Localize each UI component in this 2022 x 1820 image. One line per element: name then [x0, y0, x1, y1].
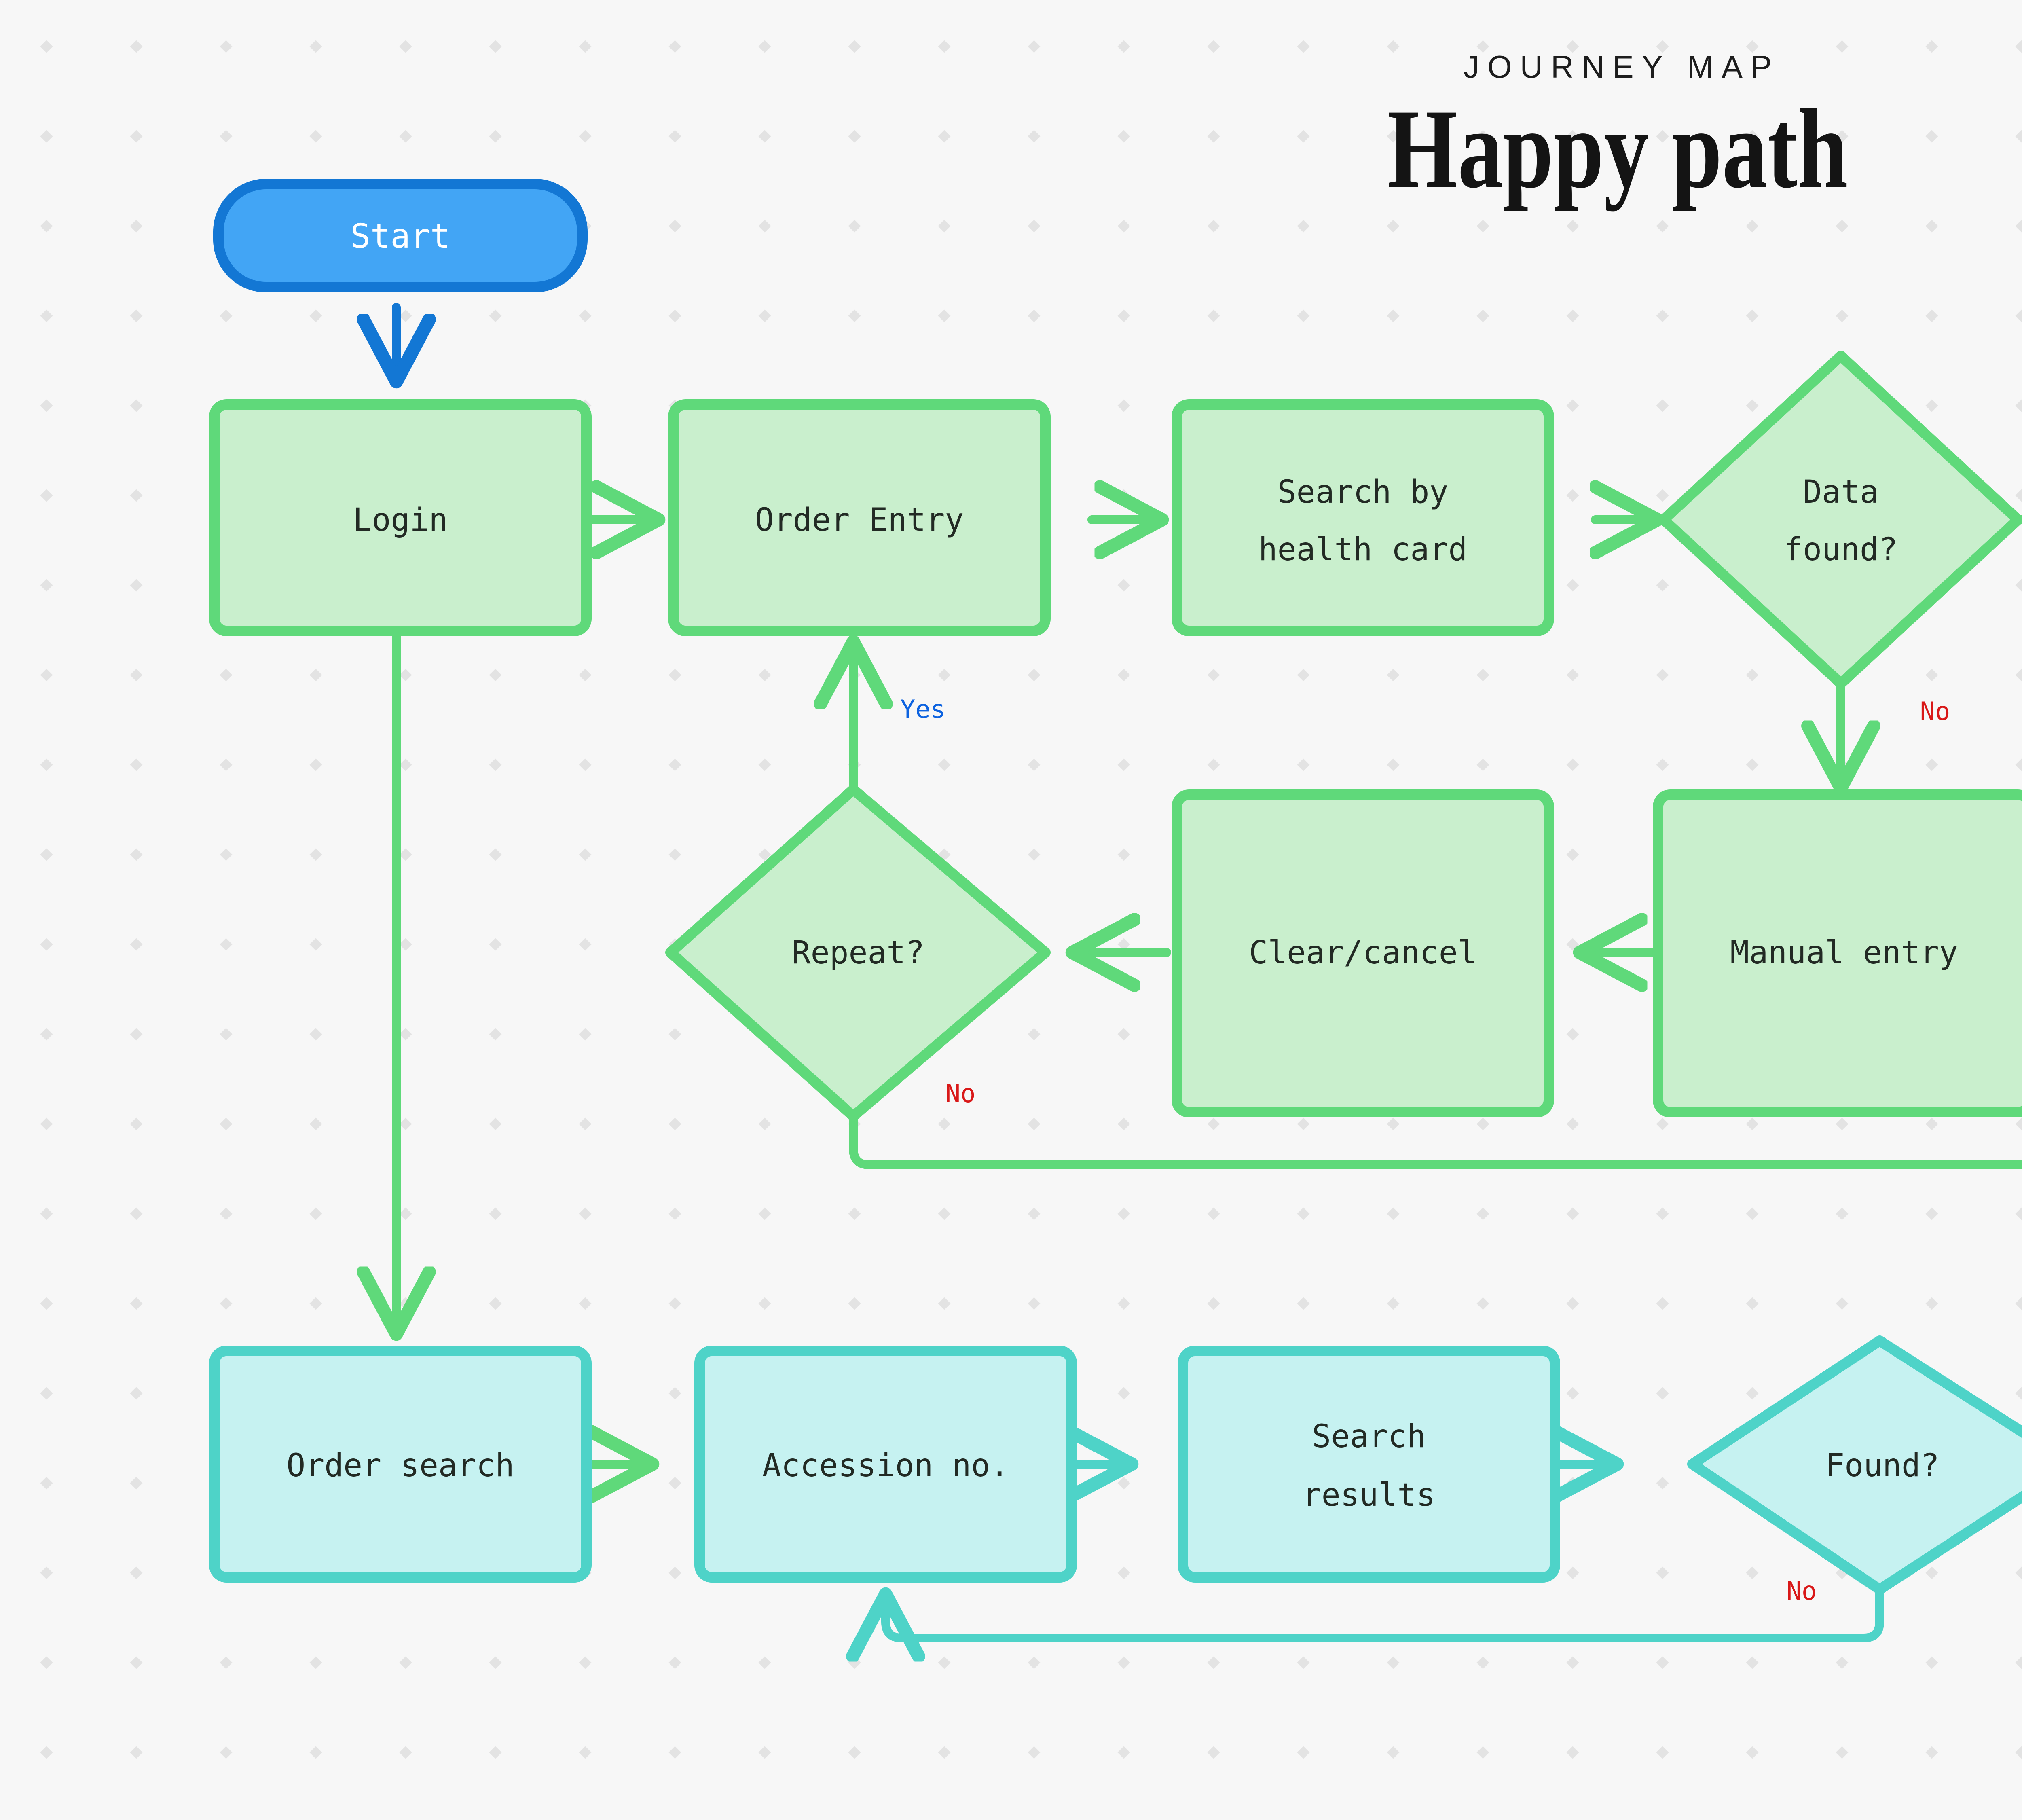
node-data-found[interactable]: Data found?	[1658, 351, 2022, 689]
node-manual-entry-label: Manual entry	[1730, 935, 1958, 971]
node-search-health-card-label-line1: Search by	[1277, 474, 1449, 510]
node-start-label: Start	[351, 217, 451, 256]
node-found[interactable]: Found?	[1687, 1335, 2022, 1595]
node-data-found-label-line1: Data	[1803, 474, 1879, 510]
node-clear-cancel-label: Clear/cancel	[1249, 935, 1477, 971]
edge-label-no-data-found: No	[1920, 696, 1950, 726]
node-search-results-label-line2: results	[1303, 1477, 1436, 1513]
node-login[interactable]: Login	[209, 399, 592, 636]
node-order-entry-label: Order Entry	[755, 502, 964, 538]
edge-found-accession-no	[886, 1585, 1884, 1638]
edge-repeat-manual-no	[849, 1112, 2022, 1169]
node-repeat-label: Repeat?	[792, 935, 925, 971]
node-order-search-label: Order search	[286, 1448, 514, 1484]
edge-label-no-repeat: No	[945, 1079, 976, 1108]
node-manual-entry[interactable]: Manual entry	[1653, 789, 2022, 1117]
node-found-label: Found?	[1825, 1448, 1940, 1484]
edge-label-no-found: No	[1787, 1576, 1817, 1606]
node-search-health-card-label-line2: health card	[1258, 531, 1468, 568]
edge-label-yes-repeat: Yes	[900, 694, 945, 724]
node-repeat[interactable]: Repeat?	[665, 784, 1051, 1122]
node-accession-no[interactable]: Accession no.	[694, 1346, 1077, 1583]
node-search-health-card[interactable]: Search by health card	[1172, 399, 1554, 636]
node-start[interactable]: Start	[213, 179, 588, 292]
node-search-results-label-line1: Search	[1312, 1418, 1426, 1455]
node-order-search[interactable]: Order search	[209, 1346, 592, 1583]
node-order-entry[interactable]: Order Entry	[668, 399, 1051, 636]
node-clear-cancel[interactable]: Clear/cancel	[1172, 789, 1554, 1117]
node-accession-no-label: Accession no.	[762, 1448, 1009, 1484]
node-data-found-label-line2: found?	[1784, 531, 1898, 568]
node-login-label: Login	[353, 502, 448, 538]
node-search-results[interactable]: Search results	[1178, 1346, 1560, 1583]
